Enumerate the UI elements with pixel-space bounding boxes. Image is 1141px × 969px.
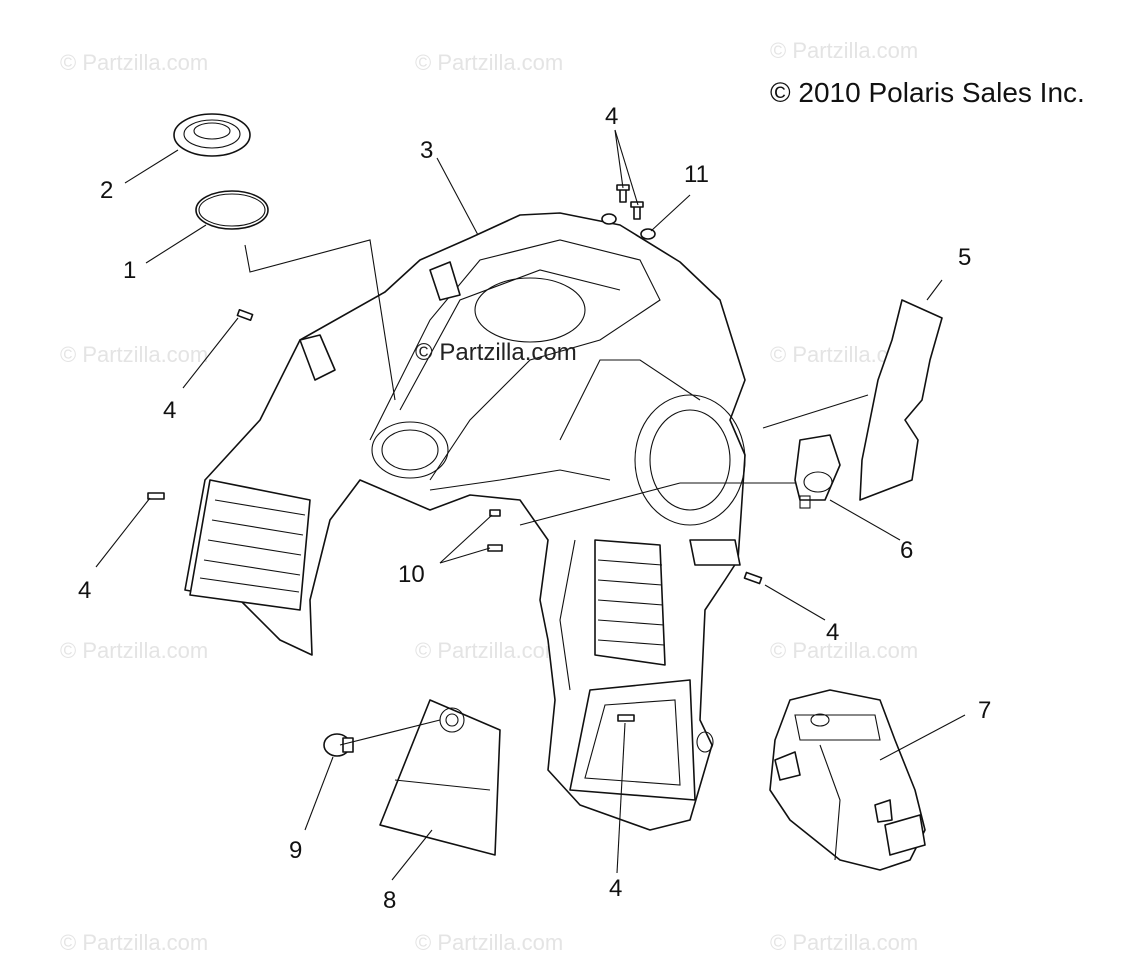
watermark: © Partzilla.com (60, 50, 208, 75)
callout-4: 4 (605, 103, 618, 130)
part-3-front-cab[interactable] (184, 212, 746, 831)
callout-11: 11 (684, 161, 709, 188)
part-7-storage-bin[interactable] (769, 689, 926, 871)
callout-1: 1 (123, 257, 136, 284)
callout-7: 7 (978, 697, 991, 724)
watermark: © Partzilla.com (770, 930, 918, 955)
callout-4: 4 (78, 577, 91, 604)
callout-3: 3 (420, 137, 433, 164)
callout-labels: 2 1 3 4 11 4 4 5 6 4 7 10 9 8 4 (78, 103, 991, 914)
callout-10: 10 (398, 561, 425, 588)
callout-2: 2 (100, 177, 113, 204)
callout-8: 8 (383, 887, 396, 914)
part-4-screws[interactable] (147, 184, 763, 722)
part-1-o-ring[interactable] (195, 190, 269, 230)
watermark: © Partzilla.com (60, 638, 208, 663)
callout-4: 4 (163, 397, 176, 424)
watermark: © Partzilla.com (770, 638, 918, 663)
watermark: © Partzilla.com (60, 342, 208, 367)
callout-6: 6 (900, 537, 913, 564)
callout-9: 9 (289, 837, 302, 864)
watermark: © Partzilla.com (415, 50, 563, 75)
watermark: © Partzilla.com (60, 930, 208, 955)
watermark-center: © Partzilla.com (415, 339, 577, 366)
part-8-access-panel[interactable] (379, 699, 501, 856)
callout-4: 4 (609, 875, 622, 902)
callout-5: 5 (958, 244, 971, 271)
watermark: © Partzilla.com (415, 638, 563, 663)
part-5-decal[interactable] (859, 299, 943, 501)
watermark: © Partzilla.com (770, 38, 918, 63)
part-9-fastener[interactable] (323, 733, 354, 757)
part-11-washers[interactable] (601, 213, 656, 240)
part-6-bezel[interactable] (794, 434, 841, 509)
copyright-notice: © 2010 Polaris Sales Inc. (770, 77, 1085, 108)
part-2-filler-ring[interactable] (173, 113, 251, 157)
watermark: © Partzilla.com (415, 930, 563, 955)
callout-4: 4 (826, 619, 839, 646)
leader-lines (95, 129, 966, 881)
watermark-layer: © Partzilla.com © Partzilla.com © Partzi… (60, 38, 918, 955)
